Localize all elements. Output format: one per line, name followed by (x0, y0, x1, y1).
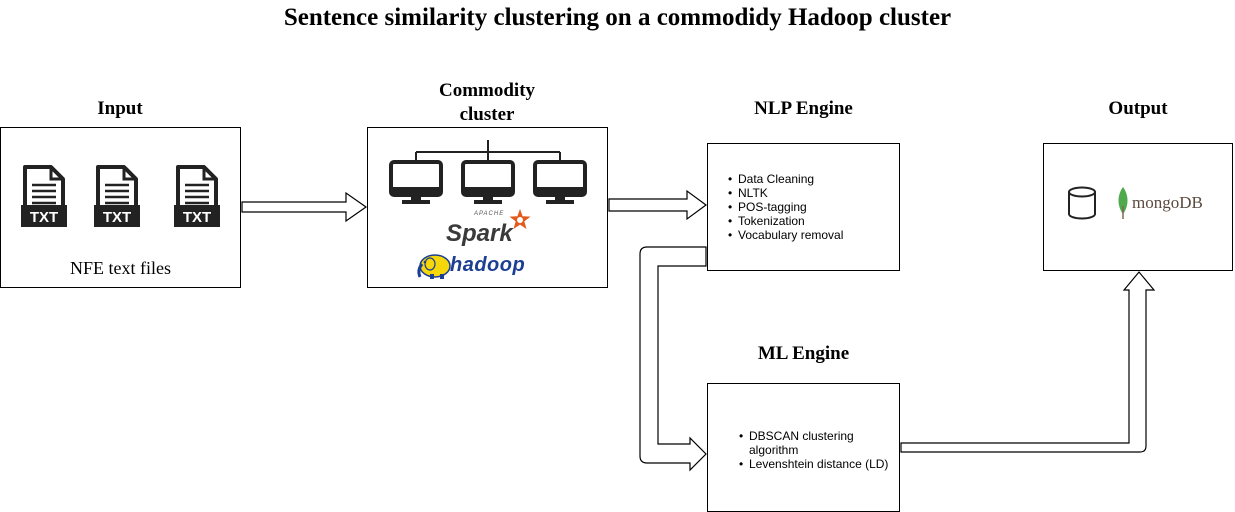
output-box: mongoDB (1043, 143, 1233, 271)
spark-label: Spark (446, 220, 513, 247)
spark-star-icon (509, 209, 531, 229)
bullet-icon: • (728, 172, 733, 186)
svg-text:TXT: TXT (183, 209, 211, 226)
mongodb-label: mongoDB (1132, 193, 1203, 212)
diagram-title: Sentence similarity clustering on a comm… (283, 4, 952, 31)
database-icon (1068, 186, 1096, 220)
svg-text:TXT: TXT (103, 209, 131, 226)
cluster-heading-line2: cluster (459, 104, 515, 125)
txt-file-icon: TXT (94, 165, 140, 234)
ml-item: •Levenshtein distance (LD) (739, 457, 889, 471)
bullet-icon: • (728, 200, 733, 214)
cluster-heading-line1: Commodity (438, 80, 536, 101)
hadoop-logo: hadoop (416, 252, 556, 282)
nlp-item: •Tokenization (728, 214, 805, 228)
arrow-input-to-cluster (241, 191, 368, 223)
input-files-label: NFE text files (70, 258, 171, 278)
nlp-item-list: •Data Cleaning •NLTK •POS-tagging •Token… (728, 172, 898, 242)
txt-file-icon: TXT (174, 165, 220, 234)
svg-text:TXT: TXT (30, 209, 58, 226)
bullet-icon: • (728, 186, 733, 200)
hadoop-elephant-icon (417, 254, 451, 279)
nlp-heading: NLP Engine (754, 98, 853, 119)
computer-network-icon (389, 140, 587, 204)
cluster-heading: Commodity cluster (367, 79, 607, 127)
nlp-item: •NLTK (728, 186, 768, 200)
input-heading: Input (97, 98, 143, 119)
mongodb-leaf-icon (1118, 187, 1128, 219)
arrow-cluster-to-nlp (608, 189, 708, 221)
input-box: TXT TXT TXT NFE text files (0, 127, 241, 288)
bullet-icon: • (739, 457, 744, 471)
output-heading: Output (1108, 98, 1168, 119)
ml-item: •DBSCAN clustering algorithm (739, 429, 854, 457)
txt-file-icon: TXT (21, 165, 67, 234)
nlp-box: •Data Cleaning •NLTK •POS-tagging •Token… (707, 143, 900, 271)
spark-logo: APACHE Spark (446, 208, 536, 250)
ml-item-list: •DBSCAN clustering algorithm •Levenshtei… (739, 429, 889, 471)
nlp-item: •Data Cleaning (728, 172, 815, 186)
bullet-icon: • (728, 228, 733, 242)
bullet-icon: • (739, 429, 744, 443)
spark-apache-label: APACHE (474, 211, 505, 217)
bullet-icon: • (728, 214, 733, 228)
nlp-item: •POS-tagging (728, 200, 807, 214)
arrow-nlp-to-ml (639, 246, 707, 472)
nlp-item: •Vocabulary removal (728, 228, 844, 242)
ml-box: •DBSCAN clustering algorithm •Levenshtei… (707, 383, 900, 512)
ml-heading: ML Engine (757, 343, 850, 364)
cluster-box: APACHE Spark hadoop (367, 127, 608, 288)
hadoop-label: hadoop (450, 254, 526, 276)
arrow-ml-to-output (900, 271, 1156, 453)
